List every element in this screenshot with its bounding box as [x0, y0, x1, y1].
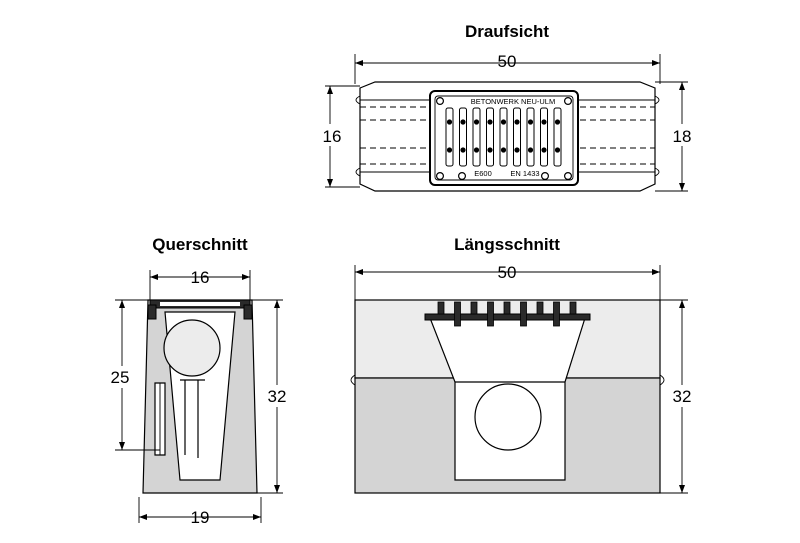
longitudinal-section-view: Längsschnitt 50 — [350, 235, 698, 494]
bolt — [563, 96, 572, 105]
grate-rivet — [460, 119, 466, 125]
top-outer-width-value: 18 — [673, 127, 692, 146]
cross-section-title: Querschnitt — [152, 235, 248, 254]
cross-bottom-width-dimension: 19 — [138, 497, 262, 527]
longitudinal-section-title: Längsschnitt — [454, 235, 560, 254]
top-length-dimension: 50 — [354, 52, 661, 84]
cross-top-width-value: 16 — [191, 268, 210, 287]
long-grate-bar — [520, 301, 527, 327]
long-grate-bar — [536, 301, 544, 315]
cross-height-dimension: 32 — [252, 299, 293, 494]
grate-rivet — [460, 147, 466, 153]
grate-rivet — [527, 119, 534, 125]
top-length-value: 50 — [498, 52, 517, 71]
grate-bolts — [436, 96, 572, 181]
bolt — [436, 96, 445, 105]
grate-rivet — [554, 147, 561, 153]
grate-bar — [445, 107, 454, 167]
grate-bars — [445, 107, 562, 167]
grate-bar — [459, 107, 467, 167]
grate-rivet — [541, 119, 547, 125]
cross-section-view: Querschnitt 16 — [106, 235, 293, 527]
grate-bar — [553, 107, 562, 167]
grate-rivet — [446, 147, 453, 153]
grate-rivet — [446, 119, 453, 125]
cross-depth-value: 25 — [111, 368, 130, 387]
long-height-dimension: 32 — [660, 299, 698, 494]
long-grate-bar — [553, 301, 560, 327]
long-grate-bar — [470, 301, 478, 315]
long-grate-bar — [569, 301, 577, 315]
long-grate-bar — [454, 301, 461, 327]
long-grate-bars — [437, 301, 577, 327]
long-grate-bar — [503, 301, 511, 315]
top-grate: BETONWERK NEU-ULM E600 EN 1433 — [429, 90, 579, 186]
cross-depth-dimension: 25 — [106, 299, 160, 451]
top-view-title: Draufsicht — [465, 22, 549, 41]
long-section-body — [350, 299, 665, 494]
grate-rivet — [514, 147, 520, 153]
grate-rivet — [487, 119, 493, 125]
grate-bar — [540, 107, 548, 167]
grate-rivet — [527, 147, 534, 153]
grate-bar — [486, 107, 494, 167]
cross-section-body — [142, 299, 258, 494]
grate-rivet — [473, 147, 480, 153]
long-height-value: 32 — [673, 387, 692, 406]
cross-height-value: 32 — [268, 387, 287, 406]
plate-class-text: E600 — [474, 169, 492, 178]
grate-rivet — [487, 147, 493, 153]
grate-bar — [526, 107, 535, 167]
top-outer-width-dimension: 18 — [655, 81, 696, 192]
cross-bottom-width-value: 19 — [191, 508, 210, 527]
bolt — [458, 172, 467, 181]
bolt — [540, 172, 549, 181]
bolt — [563, 172, 572, 181]
grate-bar — [513, 107, 521, 167]
grate-rivet — [554, 119, 561, 125]
top-view: Draufsicht 50 — [318, 22, 696, 192]
top-inner-width-value: 16 — [323, 127, 342, 146]
grate-bar — [472, 107, 481, 167]
plate-brand-text: BETONWERK NEU-ULM — [471, 97, 555, 106]
top-inner-width-dimension: 16 — [318, 85, 360, 188]
grate-rivet — [500, 119, 507, 125]
grate-bar — [499, 107, 508, 167]
bolt — [436, 172, 445, 181]
grate-rivet — [500, 147, 507, 153]
long-grate-bar — [437, 301, 445, 315]
grate-rivet — [541, 147, 547, 153]
cross-top-width-dimension: 16 — [149, 268, 251, 300]
long-grate-bar — [487, 301, 494, 327]
long-length-value: 50 — [498, 263, 517, 282]
grate-rivet — [473, 119, 480, 125]
plate-norm-text: EN 1433 — [510, 169, 539, 178]
long-length-dimension: 50 — [354, 263, 661, 300]
grate-rivet — [514, 119, 520, 125]
